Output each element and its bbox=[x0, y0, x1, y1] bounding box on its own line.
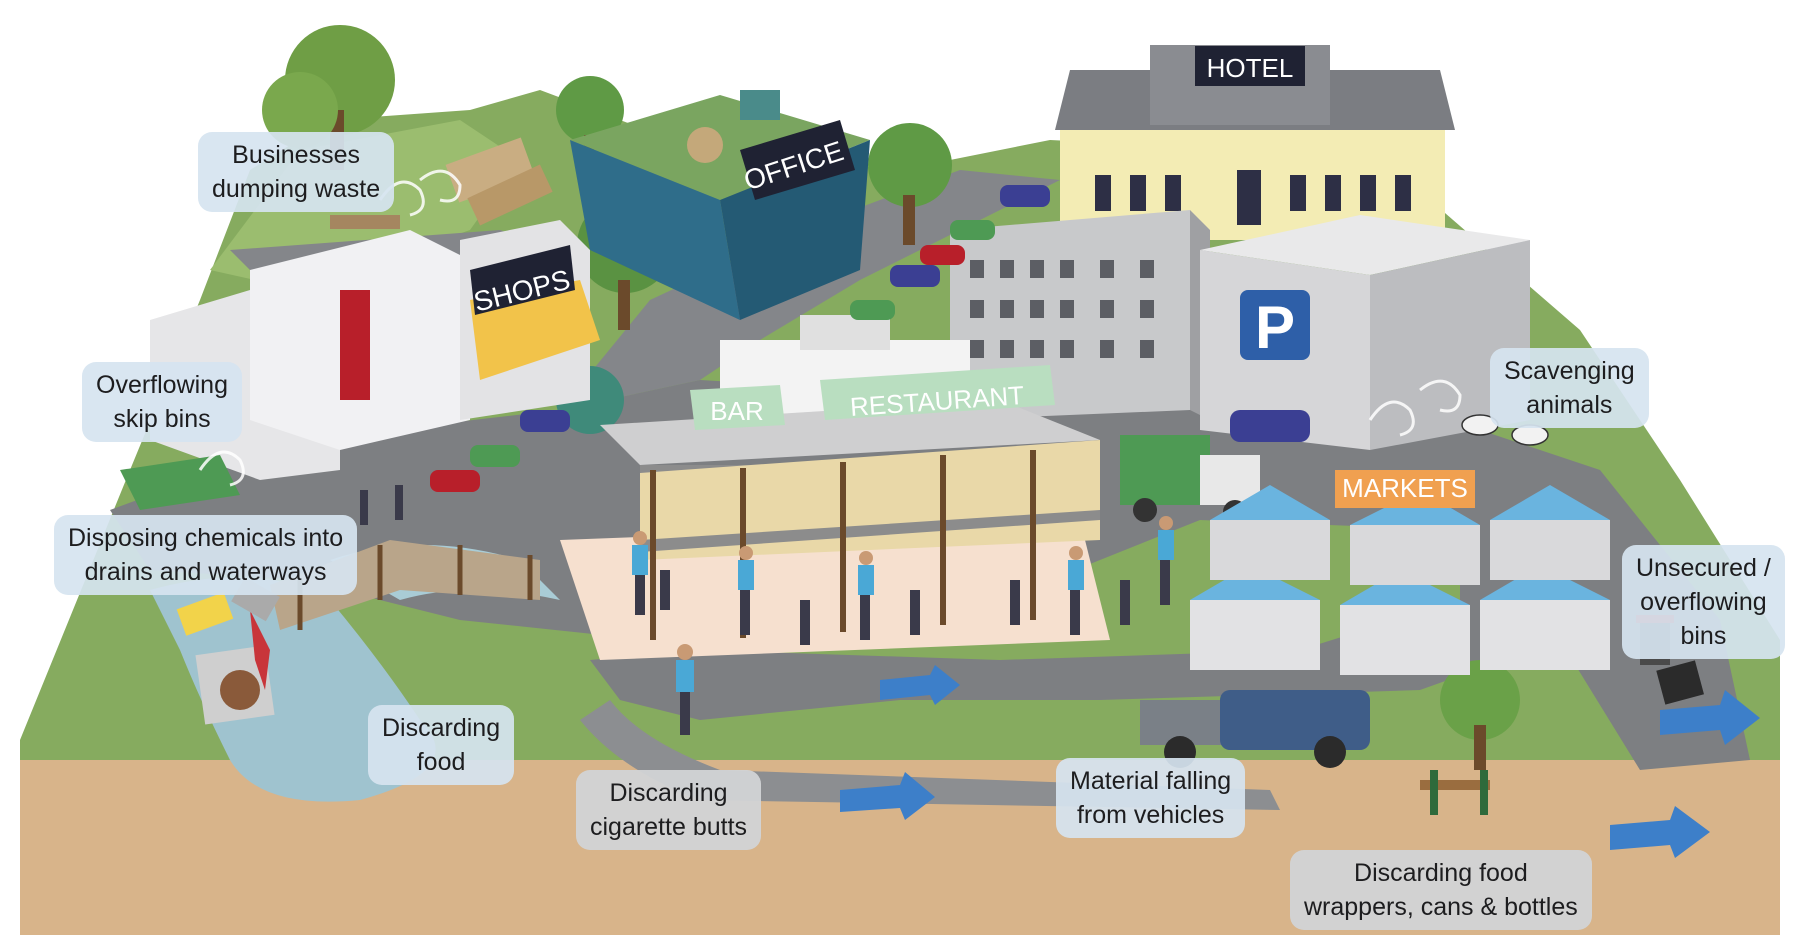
hotel-sign: HOTEL bbox=[1207, 53, 1294, 83]
parking-sign: P bbox=[1255, 294, 1295, 361]
label-discarding-food: Discarding food bbox=[368, 705, 515, 785]
label-material-falling-from-vehicles: Material falling from vehicles bbox=[1056, 758, 1246, 838]
label-line: skip bins bbox=[113, 405, 211, 433]
label-line: from vehicles bbox=[1076, 801, 1225, 829]
label-line: Overflowing bbox=[96, 371, 228, 399]
label-businesses-dumping-waste: Businesses dumping waste bbox=[198, 132, 395, 212]
label-line: food bbox=[416, 748, 466, 776]
label-disposing-chemicals: Disposing chemicals into drains and wate… bbox=[54, 515, 358, 595]
waterway bbox=[150, 577, 436, 802]
bar-sign: BAR bbox=[710, 396, 763, 426]
label-overflowing-skip-bins: Overflowing skip bins bbox=[82, 362, 242, 442]
litter-flow-arrows bbox=[840, 665, 1760, 858]
label-line: Discarding bbox=[382, 714, 501, 742]
label-line: Discarding food bbox=[1354, 859, 1528, 887]
label-scavenging-animals: Scavenging animals bbox=[1490, 348, 1649, 428]
label-discarding-food-wrappers: Discarding food wrappers, cans & bottles bbox=[1290, 850, 1592, 930]
label-line: wrappers, cans & bottles bbox=[1304, 893, 1578, 921]
park-bench bbox=[1420, 770, 1490, 815]
label-line: Discarding bbox=[609, 779, 728, 807]
label-unsecured-overflowing-bins: Unsecured / overflowing bins bbox=[1622, 545, 1785, 659]
label-line: drains and waterways bbox=[84, 558, 327, 586]
wind-swirls bbox=[198, 169, 1462, 487]
shops-building bbox=[150, 220, 600, 480]
label-line: dumping waste bbox=[212, 175, 381, 203]
drain-outlet bbox=[176, 577, 280, 725]
label-line: Businesses bbox=[232, 141, 360, 169]
skip-bin bbox=[120, 455, 240, 510]
label-line: Unsecured / bbox=[1636, 554, 1771, 582]
office-building bbox=[570, 90, 870, 320]
label-line: bins bbox=[1680, 622, 1727, 650]
label-discarding-cigarette-butts: Discarding cigarette butts bbox=[576, 770, 762, 850]
bar-restaurant-building bbox=[600, 315, 1100, 640]
label-line: Material falling bbox=[1070, 767, 1232, 795]
label-line: Disposing chemicals into bbox=[68, 524, 344, 552]
label-line: Scavenging bbox=[1504, 357, 1635, 385]
market-stalls bbox=[1190, 470, 1610, 675]
label-line: overflowing bbox=[1640, 588, 1767, 616]
label-line: animals bbox=[1526, 391, 1613, 419]
label-line: cigarette butts bbox=[590, 813, 748, 841]
parked-cars bbox=[430, 185, 1310, 492]
markets-sign: MARKETS bbox=[1342, 473, 1468, 503]
people bbox=[360, 485, 1174, 735]
dumped-pallets bbox=[330, 137, 553, 229]
